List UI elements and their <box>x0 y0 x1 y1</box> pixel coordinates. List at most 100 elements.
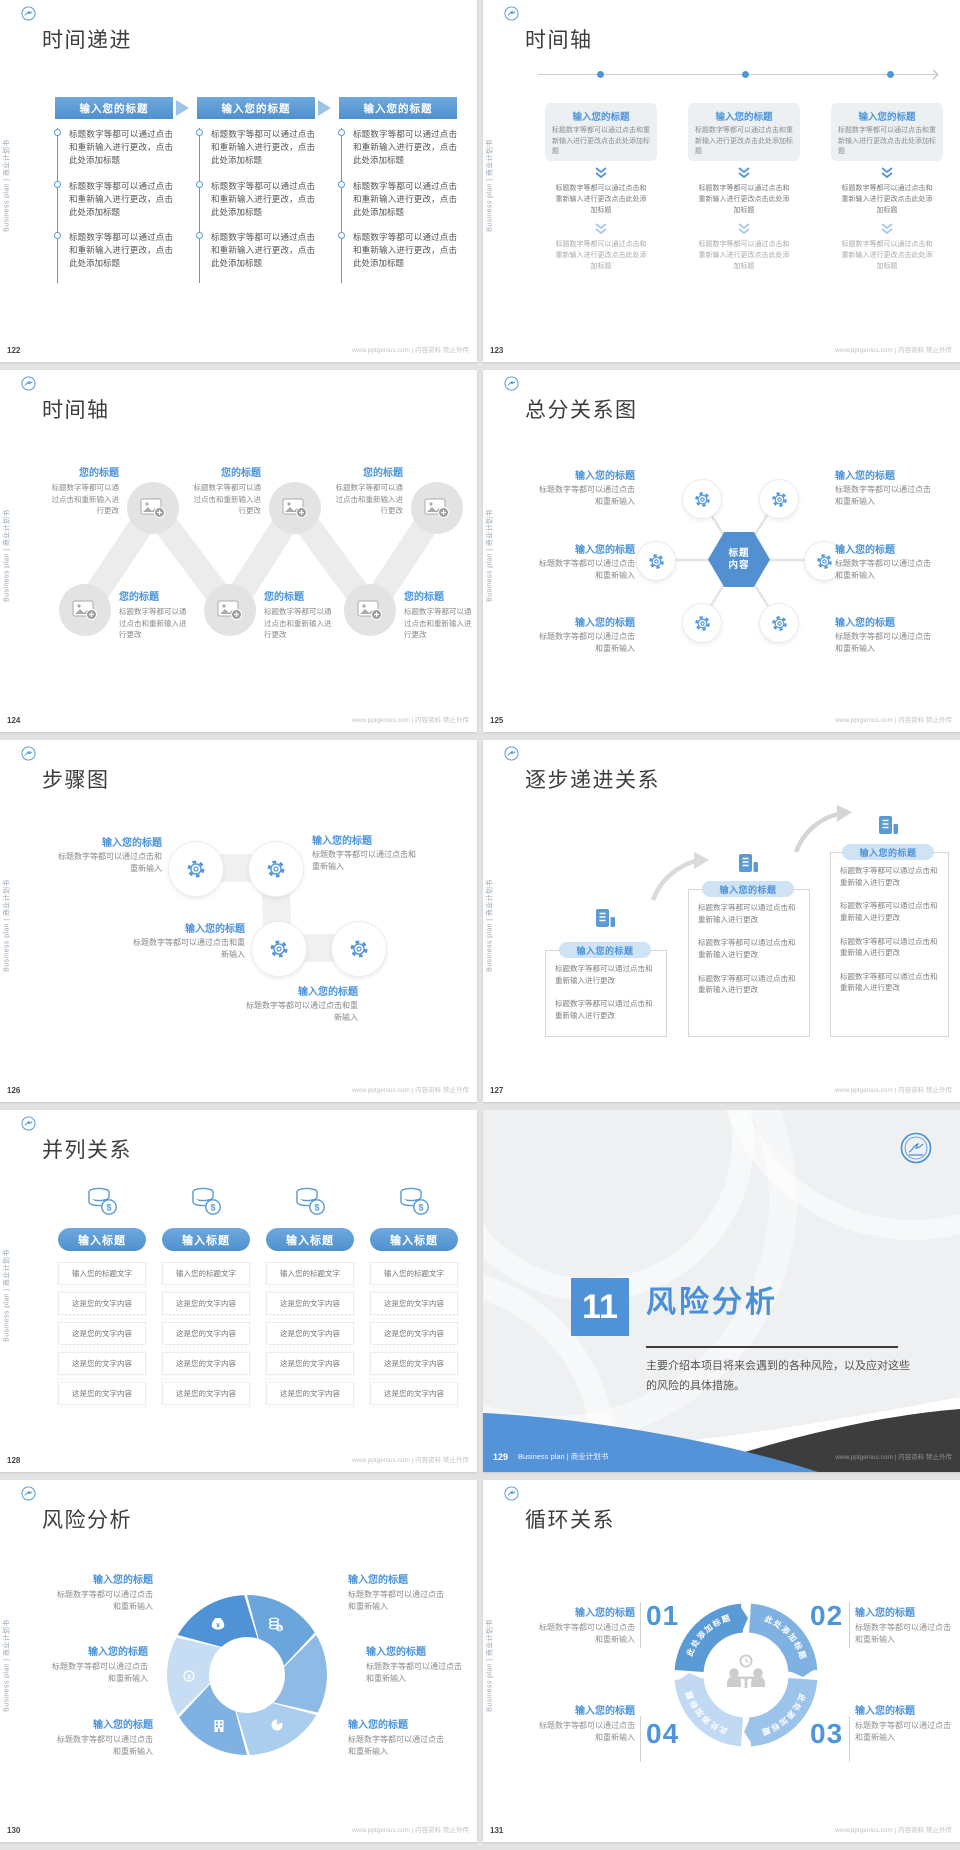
svg-text:$: $ <box>314 1203 319 1213</box>
timeline-text: 标题数字等都可以通过点击和重新输入进行更改点击此处添加标题 <box>841 185 933 215</box>
footer-url: www.pptgenius.com | 内容资料 禁止外传 <box>835 347 952 354</box>
slide-131-cycle-relationship[interactable]: Business plan | 商业计划书 循环关系 此处添加标题 此处添 <box>483 1480 960 1842</box>
slide-130-risk-analysis[interactable]: Business plan | 商业计划书 风险分析 ¥ $ ¥ 输入您的标题 <box>0 1480 477 1842</box>
parallel-column: $ 输入标题 输入您的标题文字 这是您的文字内容 这是您的文字内容 这是您的文字… <box>160 1186 252 1409</box>
slide-124-zigzag-timeline[interactable]: Business plan | 商业计划书 时间轴 您的标题标题数字等都可以通过… <box>0 370 477 732</box>
hub-item: 输入您的标题标题数字等都可以通过点击和重新输入 <box>539 541 635 582</box>
footer-url: www.pptgenius.com | 内容资料 禁止外传 <box>835 717 952 724</box>
page-number: 125 <box>490 716 504 725</box>
svg-text:$: $ <box>106 1203 111 1213</box>
building-chart-icon <box>735 852 761 878</box>
parallel-column: $ 输入标题 输入您的标题文字 这是您的文字内容 这是您的文字内容 这是您的文字… <box>264 1186 356 1409</box>
card-body: 标题数字等都可以通过点击和重新输入进行更改点击此处添加标题 <box>552 127 650 155</box>
spoke-circle <box>804 541 844 581</box>
slide-title: 步骤图 <box>42 769 110 792</box>
hub-item: 输入您的标题标题数字等都可以通过点击和重新输入 <box>539 467 635 508</box>
footer-url: www.pptgenius.com | 内容资料 禁止外传 <box>835 1087 952 1094</box>
cell: 输入您的标题文字 <box>58 1262 146 1285</box>
timeline-item: 您的标题标题数字等都可以通过点击和重新输入进行更改 <box>191 464 262 517</box>
gear-icon <box>816 553 832 569</box>
timeline-text: 标题数字等都可以通过点击和重新输入进行更改点击此处添加标题 <box>698 185 790 215</box>
column-header: 输入您的标题 <box>55 97 173 119</box>
slide-125-hub-relationship[interactable]: Business plan | 商业计划书 总分关系图 标题内容 输入您的标题标… <box>483 370 960 732</box>
item-title: 输入您的标题 <box>88 1647 148 1658</box>
chevron-double-down-icon <box>881 167 893 178</box>
page-number: 128 <box>7 1456 21 1465</box>
slide-title: 风险分析 <box>42 1509 132 1532</box>
divider-line <box>849 1602 850 1648</box>
brand-logo-icon <box>21 376 36 391</box>
item-title: 您的标题 <box>264 592 304 603</box>
bottom-wave-bands <box>483 1397 960 1472</box>
slide-128-parallel-relationship[interactable]: Business plan | 商业计划书 并列关系 $ 输入标题 输入您的标题… <box>0 1110 477 1472</box>
brand-logo-icon <box>504 746 519 761</box>
page-number: 122 <box>7 346 21 355</box>
item-body: 标题数字等都可以通过点击和重新输入 <box>539 1623 635 1644</box>
timeline-item: 您的标题标题数字等都可以通过点击和重新输入进行更改 <box>49 464 120 517</box>
building-icon <box>214 1720 224 1732</box>
coins-icon: $ <box>296 1187 325 1215</box>
image-placeholder-icon <box>282 498 307 518</box>
list-item: 标题数字等都可以通过点击和重新输入进行更改，点击此处添加标题 <box>196 128 315 180</box>
divider-line <box>640 1602 641 1648</box>
list-item: 标题数字等都可以通过点击和重新输入进行更改，点击此处添加标题 <box>196 180 315 232</box>
hub-item: 输入您的标题标题数字等都可以通过点击和重新输入 <box>539 614 635 655</box>
progression-column: 输入您的标题 标题数字等都可以通过点击和重新输入进行更改，点击此处添加标题 标题… <box>338 97 457 283</box>
timeline-text-muted: 标题数字等都可以通过点击和重新输入进行更改点击此处添加标题 <box>841 240 933 270</box>
item-body: 标题数字等都可以通过点击和重新输入 <box>835 485 931 506</box>
item-title: 输入您的标题 <box>348 1575 408 1586</box>
list-item: 标题数字等都可以通过点击和重新输入进行更改，点击此处添加标题 <box>338 128 457 180</box>
image-placeholder-circle <box>127 482 179 534</box>
slide-title: 循环关系 <box>525 1509 615 1532</box>
arrow-right-icon <box>318 100 331 116</box>
gear-icon <box>648 553 664 569</box>
cycle-number: 03 <box>810 1718 844 1749</box>
timeline-dot <box>742 71 749 78</box>
section-subtitle: 主要介绍本项目将来会遇到的各种风险，以及应对这些的风险的具体措施。 <box>646 1360 910 1392</box>
item-title: 输入您的标题 <box>855 1706 915 1717</box>
hub-item: 输入您的标题标题数字等都可以通过点击和重新输入 <box>835 614 931 655</box>
arrow-right-icon <box>176 100 189 116</box>
box-paragraph: 标题数字等都可以通过点击和重新输入进行更改 <box>698 903 796 924</box>
spoke-circle <box>636 541 676 581</box>
item-title: 您的标题 <box>119 592 159 603</box>
slide-126-steps-diagram[interactable]: Business plan | 商业计划书 步骤图 输入您的标题标题数字等都可以… <box>0 740 477 1102</box>
image-placeholder-circle <box>411 482 463 534</box>
pie-chart-icon <box>271 1719 283 1731</box>
item-body: 标题数字等都可以通过点击和重新输入 <box>539 559 635 580</box>
risk-item: 输入您的标题标题数字等都可以通过点击和重新输入 <box>366 1643 462 1685</box>
item-body: 标题数字等都可以通过点击和重新输入进行更改 <box>404 607 472 640</box>
slide-123-timeline[interactable]: Business plan | 商业计划书 时间轴 输入您的标题 标题数字等都可… <box>483 0 960 362</box>
cell: 这是您的文字内容 <box>58 1322 146 1345</box>
slide-122-time-progression[interactable]: Business plan | 商业计划书 时间递进 输入您的标题 标题数字等都… <box>0 0 477 362</box>
item-body: 标题数字等都可以通过点击和重新输入 <box>366 1662 462 1683</box>
curved-arrows <box>650 805 852 901</box>
column-header: 输入您的标题 <box>339 97 457 119</box>
hub-item: 输入您的标题标题数字等都可以通过点击和重新输入 <box>835 467 931 508</box>
item-title: 输入您的标题 <box>102 838 162 849</box>
slide-129-section-divider[interactable]: 11 风险分析 主要介绍本项目将来会遇到的各种风险，以及应对这些的风险的具体措施… <box>483 1110 960 1472</box>
box-paragraph: 标题数字等都可以通过点击和重新输入进行更改 <box>698 938 796 959</box>
item-title: 输入您的标题 <box>855 1608 915 1619</box>
cell: 这是您的文字内容 <box>162 1322 250 1345</box>
cell: 输入您的标题文字 <box>162 1262 250 1285</box>
brand-logo-icon <box>21 746 36 761</box>
sidebar-vertical-text: Business plan | 商业计划书 <box>486 1619 494 1712</box>
step-label: 输入您的标题 <box>842 844 934 860</box>
page-number: 126 <box>7 1086 21 1095</box>
item-body: 标题数字等都可以通过点击和重新输入 <box>835 559 931 580</box>
cycle-item: 输入您的标题标题数字等都可以通过点击和重新输入 <box>535 1604 635 1646</box>
svg-text:¥: ¥ <box>187 1674 191 1681</box>
timeline-axis <box>538 69 939 80</box>
slide-127-stepwise-progression[interactable]: Business plan | 商业计划书 逐步递进关系 标题数字等都可以通过点… <box>483 740 960 1102</box>
svg-text:¥: ¥ <box>216 1623 220 1630</box>
step-circle <box>251 921 307 977</box>
item-body: 标题数字等都可以通过点击和重新输入 <box>539 1721 635 1742</box>
timeline-text-muted: 标题数字等都可以通过点击和重新输入进行更改点击此处添加标题 <box>698 240 790 270</box>
image-placeholder-icon <box>217 600 242 620</box>
chevron-double-down-icon <box>738 167 750 178</box>
card-title: 输入您的标题 <box>572 112 630 123</box>
gear-icon <box>771 491 787 507</box>
image-placeholder-circle <box>269 482 321 534</box>
